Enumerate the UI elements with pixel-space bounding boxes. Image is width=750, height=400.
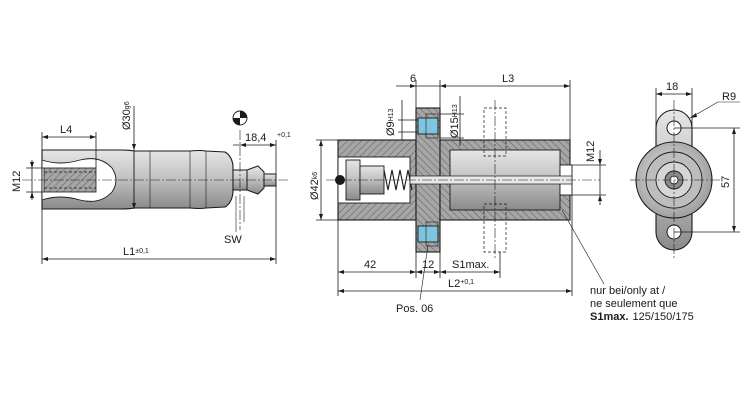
dim-12: 12 bbox=[422, 259, 434, 271]
right-view-end: 18 R9 57 bbox=[630, 81, 740, 258]
dim-S1max: S1max. bbox=[452, 259, 489, 271]
dim-18-4-tol: +0,1 bbox=[277, 132, 291, 139]
note-line2: ne seulement que bbox=[590, 298, 677, 310]
dim-18-4: 18,4 bbox=[245, 132, 266, 144]
dim-L4: L4 bbox=[60, 124, 72, 136]
dim-dia9: Ø9H13 bbox=[385, 108, 397, 136]
dim-dia30: Ø30g6 bbox=[121, 101, 133, 130]
dim-dia42: Ø42k6 bbox=[309, 172, 321, 200]
left-view-pin: L4 Ø30g6 M12 18,4 +0,1 SW L1±0,1 bbox=[11, 101, 291, 264]
dim-R9: R9 bbox=[722, 91, 736, 103]
dim-6: 6 bbox=[410, 73, 416, 85]
screw-top bbox=[417, 117, 439, 135]
screw-bottom bbox=[417, 225, 439, 243]
note-line1: nur bei/only at / bbox=[590, 285, 666, 297]
note-block: nur bei/only at / ne seulement que S1max… bbox=[590, 285, 694, 323]
dim-42: 42 bbox=[364, 259, 376, 271]
dim-M12-right: M12 bbox=[585, 141, 597, 162]
dim-L1: L1±0,1 bbox=[123, 246, 149, 258]
dim-L2: L2+0,1 bbox=[448, 278, 474, 290]
label-SW: SW bbox=[224, 234, 242, 246]
label-pos-06: Pos. 06 bbox=[396, 303, 433, 315]
dim-M12-left: M12 bbox=[11, 171, 23, 192]
dim-57: 57 bbox=[720, 176, 732, 188]
dim-L3: L3 bbox=[502, 73, 514, 85]
note-line3: S1max.125/150/175 bbox=[590, 311, 694, 323]
dim-dia15: Ø15H13 bbox=[449, 104, 461, 138]
middle-view-section: 6 L3 Ø9H13 Ø15H13 M12 bbox=[309, 73, 606, 315]
dim-18: 18 bbox=[666, 81, 678, 93]
